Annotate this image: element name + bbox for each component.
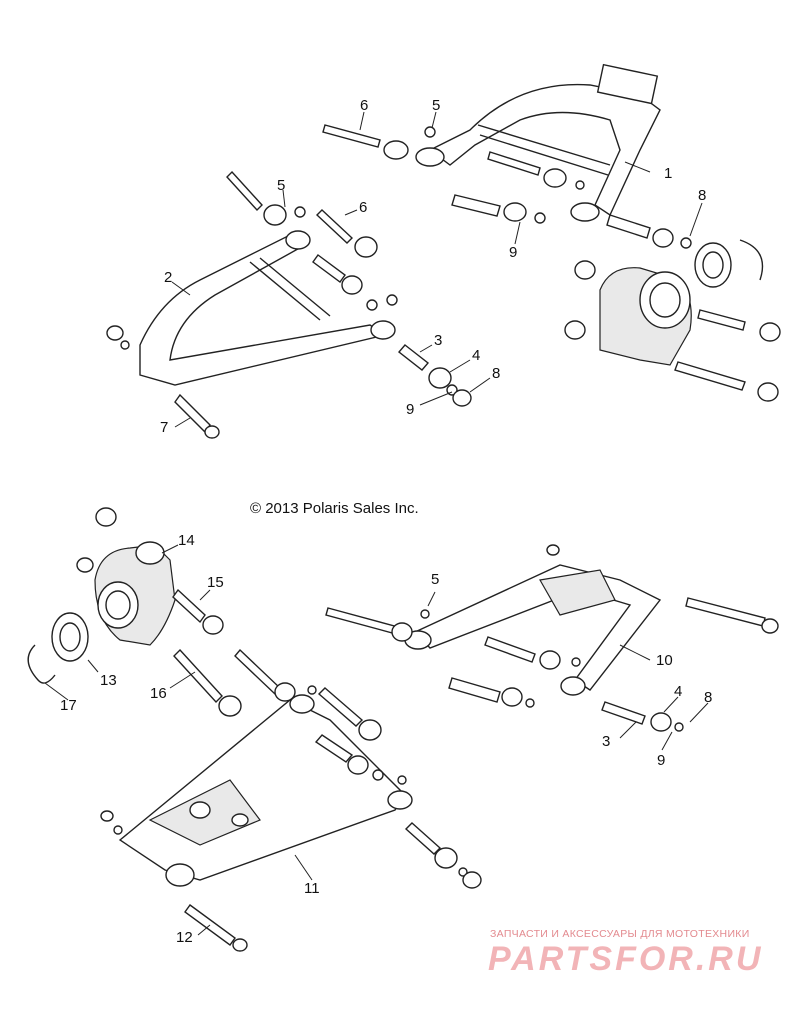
- callout-4a: 4: [472, 347, 480, 364]
- callout-1: 1: [664, 165, 672, 182]
- upper-front-a-arm: [139, 230, 396, 386]
- callout-3a: 3: [434, 332, 442, 349]
- upper-right-hardware: [322, 124, 692, 249]
- watermark-logo: PARTSFOR.RU: [488, 940, 764, 978]
- callout-9c: 9: [657, 752, 665, 769]
- callout-9a: 9: [509, 244, 517, 261]
- callout-9b: 9: [406, 401, 414, 418]
- callout-7: 7: [160, 419, 168, 436]
- callout-8b: 8: [492, 365, 500, 382]
- copyright-text: © 2013 Polaris Sales Inc.: [250, 500, 419, 517]
- callout-3b: 3: [602, 733, 610, 750]
- callout-8c: 8: [704, 689, 712, 706]
- callout-16: 16: [150, 685, 167, 702]
- callout-labels: 1 2 3 3 4 4 5 5 5 6 6 7 8 8 8 9 9 9 10 1…: [60, 97, 712, 946]
- callout-5b: 5: [277, 177, 285, 194]
- upper-right-knuckle: [564, 239, 781, 402]
- callout-11: 11: [304, 880, 320, 897]
- callout-15: 15: [207, 574, 224, 591]
- callout-12: 12: [176, 929, 193, 946]
- callout-4b: 4: [674, 683, 682, 700]
- callout-2: 2: [164, 269, 172, 286]
- lower-rear-a-arm: [325, 544, 779, 732]
- callout-6b: 6: [359, 199, 367, 216]
- callout-14: 14: [178, 532, 195, 549]
- callout-10: 10: [656, 652, 673, 669]
- upper-rear-a-arm: [415, 63, 661, 222]
- watermark-tagline: ЗАПЧАСТИ И АКСЕССУАРЫ ДЛЯ МОТОТЕХНИКИ: [490, 928, 750, 940]
- upper-left-hardware: [106, 170, 472, 439]
- callout-6a: 6: [360, 97, 368, 114]
- callout-5a: 5: [432, 97, 440, 114]
- lower-front-a-arm: [100, 648, 482, 952]
- callout-17: 17: [60, 697, 77, 714]
- leader-lines: [44, 111, 709, 936]
- callout-8a: 8: [698, 187, 706, 204]
- callout-13: 13: [100, 672, 117, 689]
- callout-5c: 5: [431, 571, 439, 588]
- lower-left-knuckle-assembly: [27, 507, 242, 717]
